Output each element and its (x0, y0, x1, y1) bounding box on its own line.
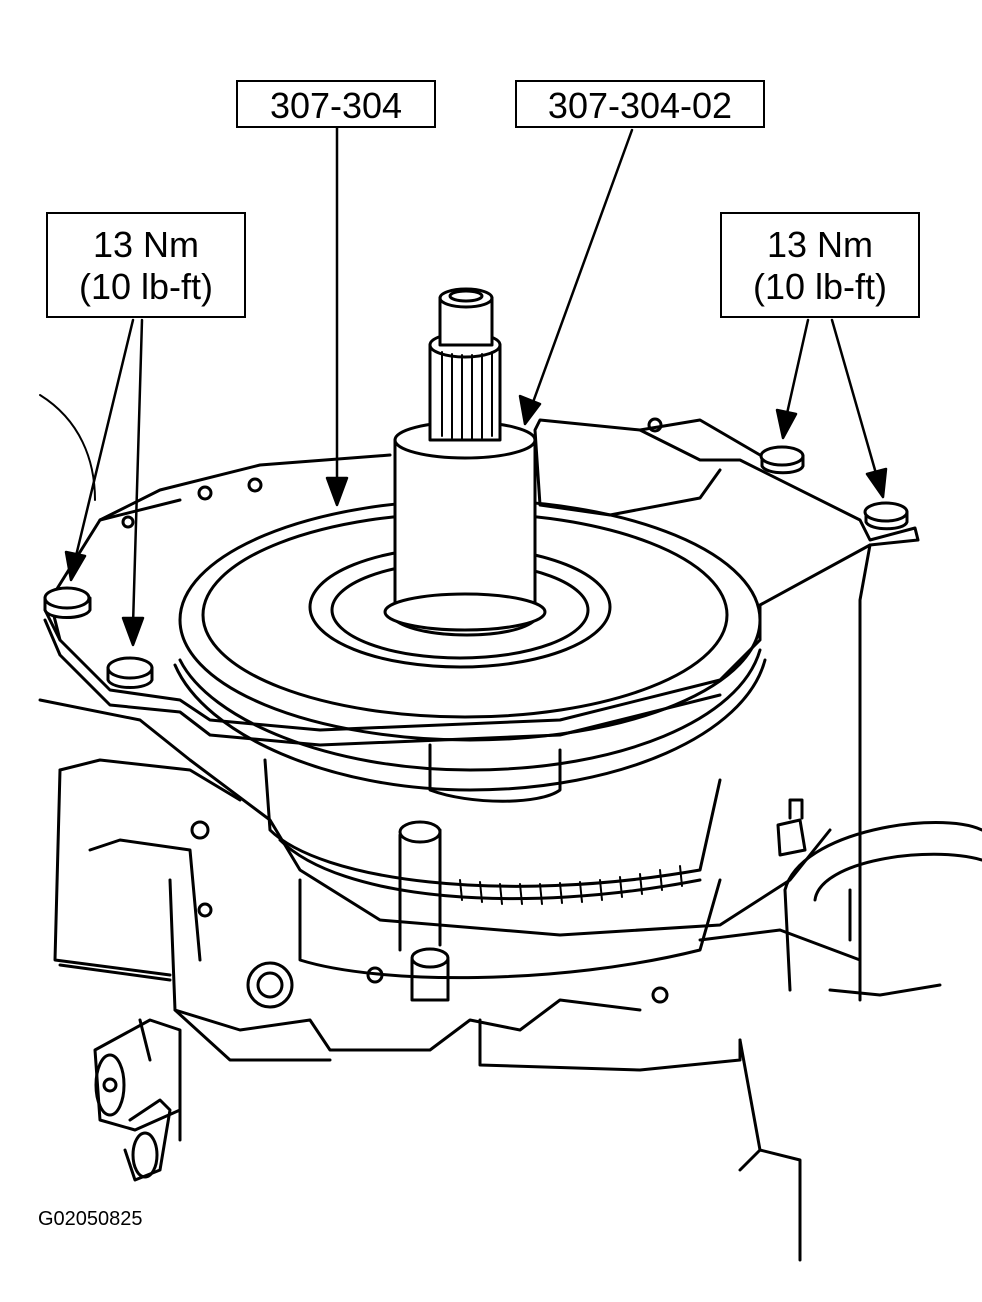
bolt-left-lower (106, 656, 154, 689)
arrow-tool-main (325, 126, 349, 507)
arrow-torque-right-a (775, 318, 810, 440)
callout-tool-adapter: 307-304-02 (515, 80, 765, 128)
callout-tool-adapter-label: 307-304-02 (547, 85, 733, 126)
dowel-pins (398, 820, 450, 1002)
torque-right-lbft: (10 lb-ft) (752, 266, 888, 307)
bolt-right-upper (759, 445, 805, 475)
torque-left-lbft: (10 lb-ft) (78, 266, 214, 307)
installer-tool (383, 287, 547, 637)
gear-drum (263, 743, 722, 980)
arrow-torque-left-a (64, 318, 135, 582)
torque-right-nm: 13 Nm (766, 224, 874, 265)
torque-left-nm: 13 Nm (92, 224, 200, 265)
arrow-torque-right-b (830, 318, 888, 499)
piston-disc (173, 498, 767, 792)
callout-tool-main: 307-304 (236, 80, 436, 128)
figure-id: G02050825 (38, 1208, 143, 1230)
callout-torque-left: 13 Nm (10 lb-ft) (46, 212, 246, 318)
arrow-torque-left-b (121, 318, 145, 647)
leader-arrows (64, 126, 888, 647)
bolt-left-upper (43, 586, 92, 619)
callout-tool-main-label: 307-304 (269, 85, 403, 126)
pump-housing (776, 798, 982, 992)
bolts (43, 445, 909, 689)
arrow-tool-adapter (518, 128, 634, 426)
bolt-right-lower (863, 501, 909, 531)
transmission-case (38, 698, 942, 1262)
callout-torque-right: 13 Nm (10 lb-ft) (720, 212, 920, 318)
linkage (93, 1018, 182, 1182)
